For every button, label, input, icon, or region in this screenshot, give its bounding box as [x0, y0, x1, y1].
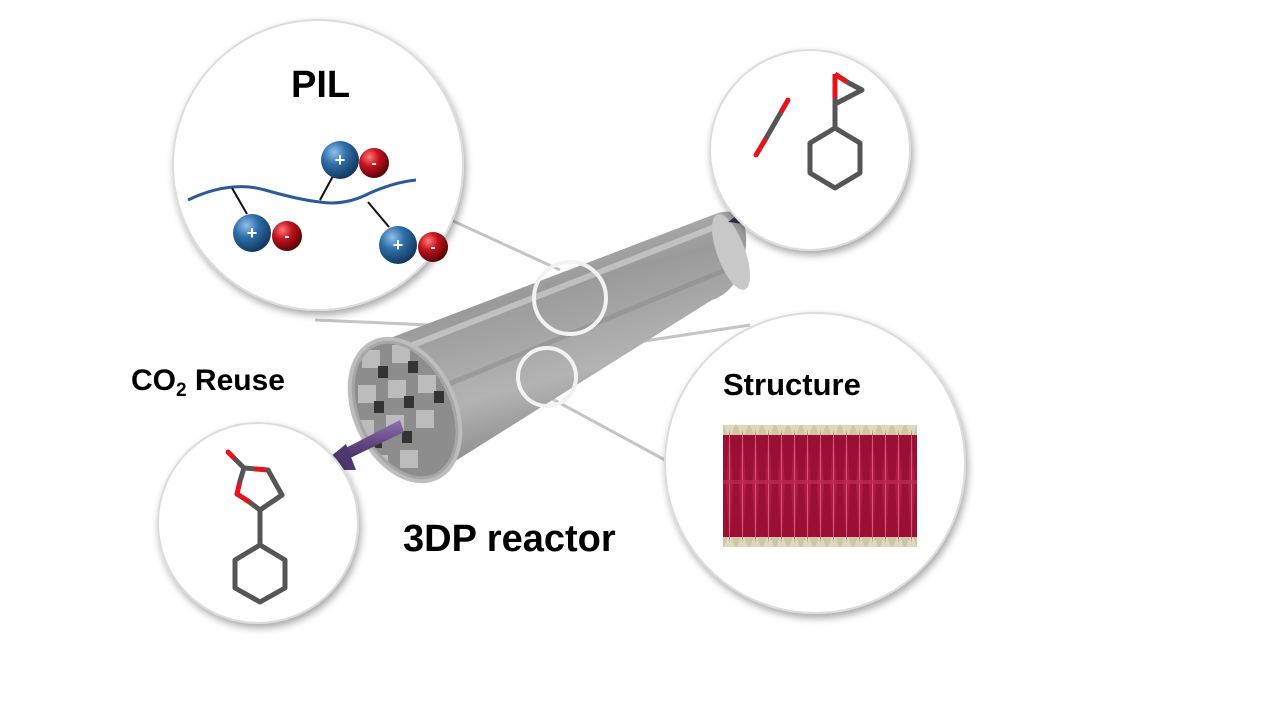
cation-charge: +	[247, 223, 258, 243]
reactor-far-end	[712, 214, 750, 290]
co2-reuse-label: CO2 Reuse	[131, 364, 285, 402]
ion-tethers	[231, 175, 390, 228]
co2-molecule	[753, 97, 791, 158]
cation-sphere	[321, 141, 359, 179]
output-callout	[157, 422, 359, 624]
callout-line-pil-top	[439, 213, 561, 272]
pil-callout: + - + - + -	[172, 19, 464, 311]
co2-label-suffix: Reuse	[186, 364, 285, 397]
polymer-chain	[187, 178, 417, 205]
cation-charge: +	[393, 235, 404, 255]
reactor-tube	[340, 211, 750, 490]
epoxide-molecule	[807, 71, 865, 191]
zoom-ring-pil	[532, 260, 608, 336]
cation-sphere	[233, 214, 271, 252]
ion-pair: + -	[321, 141, 389, 179]
cation-charge: +	[335, 150, 346, 170]
anion-charge: -	[430, 239, 435, 256]
callout-line-structure-bottom	[544, 393, 666, 462]
structure-callout	[664, 312, 966, 614]
co2-label-prefix: CO	[131, 364, 176, 397]
ion-pair: + -	[379, 226, 448, 264]
anion-charge: -	[284, 228, 289, 245]
input-callout	[709, 49, 911, 251]
reactor-body	[385, 211, 747, 480]
cation-sphere	[379, 226, 417, 264]
pil-label: PIL	[291, 64, 351, 106]
reactor-highlight	[398, 222, 722, 353]
anion-sphere	[359, 148, 389, 178]
co2-label-subscript: 2	[176, 380, 187, 401]
structure-micrograph	[723, 425, 917, 547]
reactor-label: 3DP reactor	[403, 518, 616, 560]
zoom-ring-structure	[516, 346, 578, 408]
anion-sphere	[272, 221, 302, 251]
ion-pair: + -	[233, 214, 302, 252]
carbonate-molecule	[225, 449, 288, 605]
structure-label: Structure	[723, 367, 861, 402]
anion-charge: -	[371, 155, 376, 172]
anion-sphere	[418, 232, 448, 262]
